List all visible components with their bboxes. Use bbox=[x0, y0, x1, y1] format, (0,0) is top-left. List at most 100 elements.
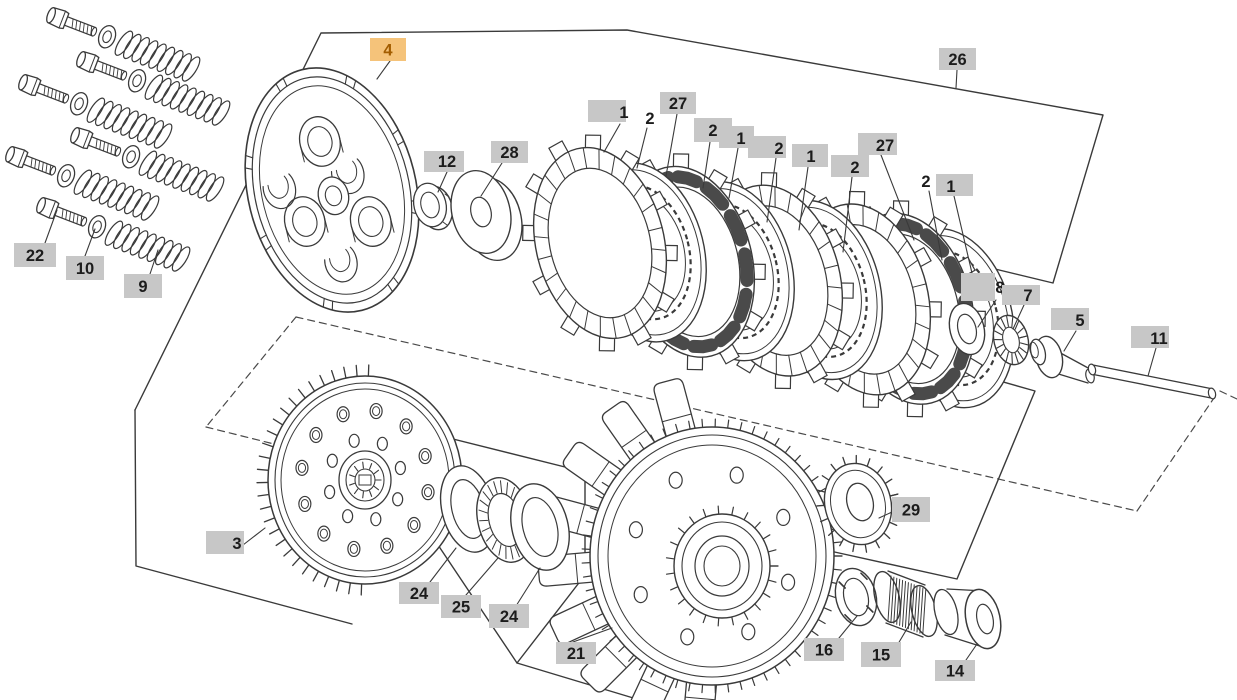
part-number: 5 bbox=[1075, 312, 1084, 330]
label-box bbox=[556, 642, 596, 664]
primary-gear bbox=[256, 364, 463, 596]
label-box bbox=[441, 595, 481, 618]
callout-2: 2 bbox=[748, 136, 786, 223]
label-box bbox=[124, 274, 162, 298]
part-number: 1 bbox=[736, 130, 745, 148]
label-box bbox=[660, 92, 696, 114]
label-box bbox=[719, 126, 754, 148]
pushrod bbox=[1087, 363, 1217, 400]
label-box bbox=[491, 141, 528, 163]
callout-2: 2 bbox=[831, 155, 869, 253]
part-number: 2 bbox=[708, 122, 717, 140]
clutch-plate-friction bbox=[522, 134, 678, 352]
callout-24: 24 bbox=[489, 567, 541, 628]
part-number: 27 bbox=[876, 137, 894, 155]
callout-10: 10 bbox=[66, 228, 104, 280]
callout-7: 7 bbox=[1002, 285, 1040, 330]
callout-2: 2 bbox=[921, 173, 943, 261]
label-box bbox=[588, 100, 626, 122]
label-box bbox=[1131, 326, 1169, 348]
idler-gear bbox=[816, 454, 901, 553]
label-box bbox=[399, 582, 439, 604]
callout-15: 15 bbox=[861, 621, 912, 667]
part-number: 2 bbox=[774, 140, 783, 158]
part-number: 21 bbox=[567, 645, 585, 663]
callout-26: 26 bbox=[939, 48, 976, 89]
splined-washer bbox=[992, 314, 1030, 366]
label-box bbox=[206, 531, 244, 554]
label-box bbox=[1051, 308, 1089, 330]
callout-2: 2 bbox=[636, 110, 655, 169]
part-number: 24 bbox=[410, 585, 429, 603]
callout-28: 28 bbox=[480, 141, 528, 197]
part-number: 1 bbox=[806, 148, 815, 166]
label-box bbox=[748, 136, 786, 158]
part-number: 25 bbox=[452, 599, 470, 617]
callout-16: 16 bbox=[804, 615, 858, 661]
callout-27: 27 bbox=[858, 133, 915, 241]
bushing bbox=[933, 588, 1002, 650]
callout-11: 11 bbox=[1131, 326, 1169, 377]
callout-1: 1 bbox=[719, 126, 754, 199]
part-number: 2 bbox=[921, 173, 930, 191]
part-number: 7 bbox=[1023, 287, 1032, 305]
part-number: 28 bbox=[500, 144, 518, 162]
callout-24: 24 bbox=[399, 547, 457, 604]
part-number: 3 bbox=[232, 535, 241, 553]
label-box bbox=[861, 642, 901, 667]
label-box bbox=[831, 155, 869, 177]
callout-4: 4 bbox=[370, 38, 406, 80]
washer-disc bbox=[450, 169, 523, 262]
callout-1: 1 bbox=[588, 100, 629, 153]
label-box bbox=[936, 174, 973, 196]
part-number: 9 bbox=[138, 278, 147, 296]
part-number: 14 bbox=[946, 663, 965, 681]
callout-8: 8 bbox=[961, 273, 1005, 328]
part-number: 26 bbox=[948, 51, 966, 69]
label-box bbox=[424, 151, 464, 172]
part-number: 8 bbox=[995, 279, 1004, 297]
callout-14: 14 bbox=[935, 643, 978, 681]
callout-29: 29 bbox=[878, 497, 930, 522]
part-number: 12 bbox=[438, 153, 456, 171]
thrust-washer bbox=[510, 483, 570, 571]
lock-nut bbox=[412, 182, 454, 231]
label-box bbox=[792, 144, 828, 167]
label-box bbox=[489, 604, 529, 628]
callout-22: 22 bbox=[14, 209, 58, 267]
part-number: 10 bbox=[76, 260, 94, 278]
spring-bolt-washer-set bbox=[46, 7, 201, 82]
washer bbox=[948, 302, 986, 356]
label-box bbox=[14, 243, 56, 267]
callout-25: 25 bbox=[441, 557, 499, 618]
label-box bbox=[804, 638, 844, 661]
part-number: 16 bbox=[815, 642, 833, 660]
part-number: 2 bbox=[850, 159, 859, 177]
label-box bbox=[858, 133, 897, 155]
label-box bbox=[66, 256, 104, 280]
label-box bbox=[939, 48, 976, 70]
spring-bolt-washer-set bbox=[36, 197, 191, 272]
callout-21: 21 bbox=[556, 627, 613, 664]
label-box bbox=[1002, 285, 1040, 305]
label-box bbox=[935, 660, 975, 681]
clutch-housing bbox=[537, 378, 843, 700]
label-box bbox=[892, 497, 930, 522]
highlight-box bbox=[370, 38, 406, 61]
pressure-plate bbox=[244, 67, 420, 313]
spring-bolt-washer-set bbox=[5, 146, 160, 221]
part-number: 1 bbox=[946, 178, 955, 196]
lock-washer bbox=[834, 567, 878, 627]
part-number: 24 bbox=[500, 608, 519, 626]
spring-bolt-washer-set bbox=[70, 127, 225, 202]
callout-1: 1 bbox=[792, 144, 828, 231]
callout-1: 1 bbox=[936, 174, 976, 287]
spring-bolt-washer-set bbox=[76, 51, 231, 126]
callout-5: 5 bbox=[1051, 308, 1089, 352]
part-number: 2 bbox=[645, 110, 654, 128]
spring-bolt-washer-set bbox=[18, 74, 173, 149]
callout-27: 27 bbox=[660, 92, 696, 177]
part-number: 22 bbox=[26, 247, 44, 265]
